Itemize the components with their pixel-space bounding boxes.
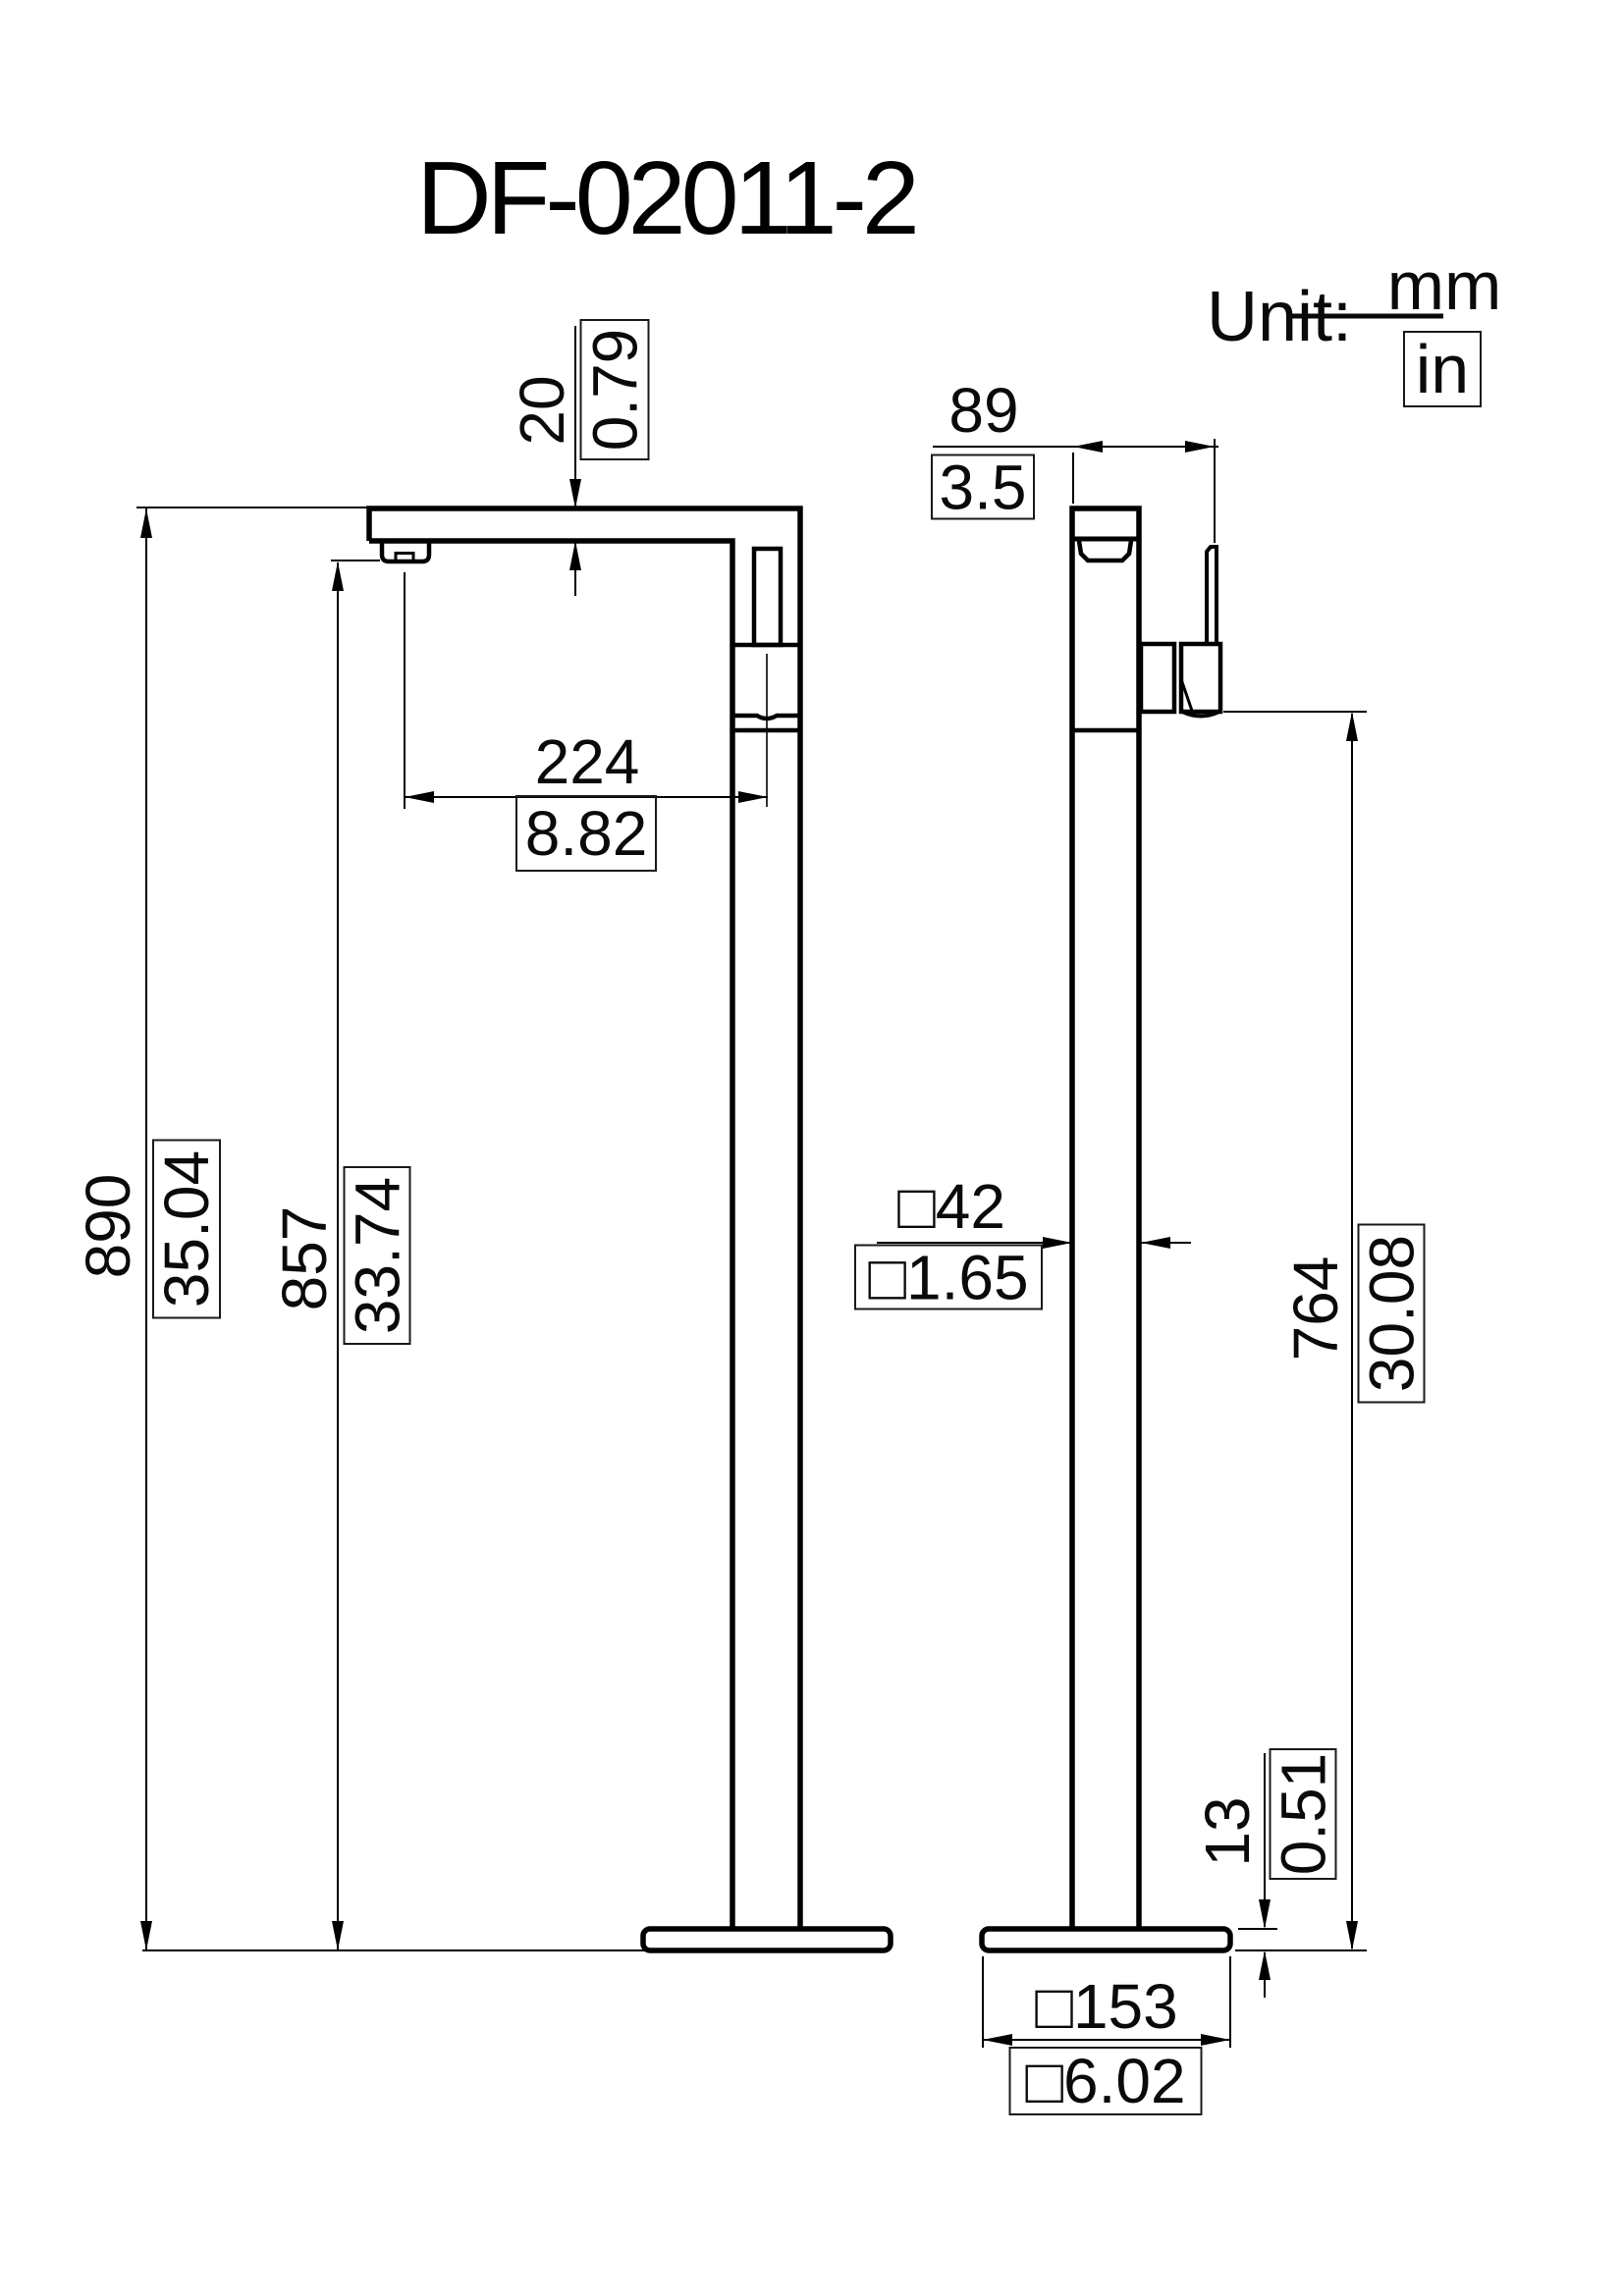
dim-spout-reach-in: 8.82: [515, 795, 657, 872]
dim-spout-thickness-mm: 20: [507, 375, 577, 446]
spout-outlet-front: [1076, 540, 1134, 563]
dim-column-square-in: □1.65: [854, 1244, 1043, 1310]
dim-handle-span-mm: 89: [948, 375, 1019, 446]
dimension-lines: [136, 326, 1367, 2048]
dim-spout-thickness-in: 0.79: [579, 319, 650, 460]
handle-flange: [1138, 641, 1177, 715]
dim-column-square-mm: □42: [897, 1171, 1005, 1242]
base-plate-side: [640, 1926, 893, 1953]
dim-handle-height-in: 30.08: [1356, 1223, 1427, 1404]
dim-base-square-mm: □153: [1035, 1971, 1178, 2042]
dimension-arrows: [140, 441, 1358, 2046]
dim-base-thickness-in: 0.51: [1268, 1748, 1338, 1880]
side-view: [366, 506, 893, 1953]
dim-outlet-height-mm: 857: [269, 1205, 340, 1311]
front-view: [979, 506, 1233, 1953]
handle-lever: [1205, 545, 1218, 644]
cartridge: [751, 546, 784, 648]
unit-numerator: mm: [1386, 247, 1502, 324]
unit-denominator: in: [1403, 331, 1482, 407]
dim-overall-height-mm: 890: [73, 1173, 143, 1279]
drawing-title: DF-02011-2: [416, 140, 920, 256]
dim-base-square-in: □6.02: [1008, 2047, 1203, 2115]
unit-fraction-bar: [1292, 313, 1443, 319]
base-plate-front: [979, 1926, 1233, 1953]
dim-spout-reach-mm: 224: [534, 726, 640, 797]
dim-overall-height-in: 35.04: [151, 1139, 222, 1319]
dim-base-thickness-mm: 13: [1192, 1796, 1263, 1867]
dim-outlet-height-in: 33.74: [342, 1166, 412, 1345]
dim-handle-height-mm: 764: [1280, 1255, 1351, 1362]
handle-body: [1178, 641, 1223, 715]
dim-handle-span-in: 3.5: [931, 454, 1035, 520]
spout-outlet: [379, 541, 432, 564]
